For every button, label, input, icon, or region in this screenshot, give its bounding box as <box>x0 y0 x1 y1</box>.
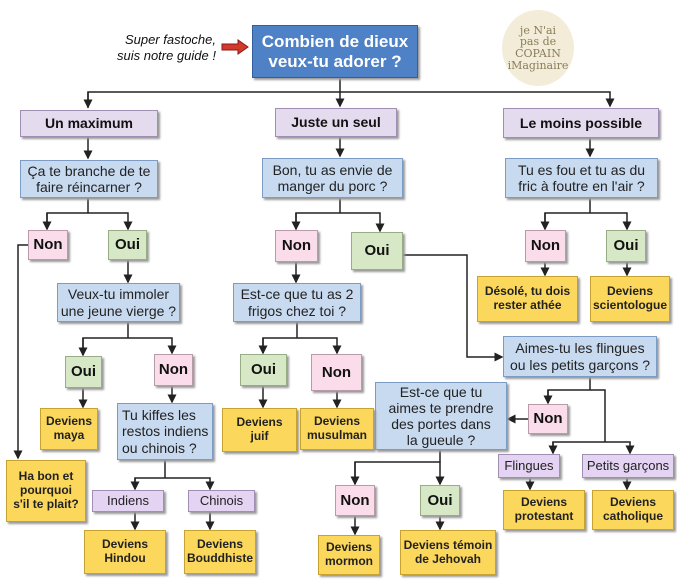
answer-non: Non <box>335 485 375 516</box>
answer-oui: Oui <box>108 230 147 260</box>
option-indiens: Indiens <box>92 490 164 512</box>
logo: je N'ai pas de COPAIN iMaginaire <box>502 10 574 86</box>
answer-non: Non <box>311 354 362 391</box>
answer-non: Non <box>28 230 68 260</box>
option-petits-garcons: Petits garçons <box>582 454 674 478</box>
question-flingues: Aimes-tu les flingues ou les petits garç… <box>503 336 657 377</box>
answer-oui: Oui <box>351 232 403 270</box>
question-porc: Bon, tu as envie de manger du porc ? <box>262 158 403 198</box>
result-ha-bon: Ha bon et pourquoi s'il te plait? <box>6 460 86 522</box>
question-fou-fric: Tu es fou et tu as du fric à foutre en l… <box>505 158 658 198</box>
result-hindou: Deviens Hindou <box>84 530 166 574</box>
result-mormon: Deviens mormon <box>318 535 380 575</box>
answer-oui: Oui <box>65 356 102 388</box>
option-flingues: Flingues <box>498 454 560 478</box>
title-box: Combien de dieux veux-tu adorer ? <box>252 25 418 78</box>
answer-oui: Oui <box>240 354 287 386</box>
result-juif: Deviens juif <box>222 408 297 452</box>
answer-oui: Oui <box>420 485 460 516</box>
answer-non: Non <box>525 230 566 262</box>
question-portes: Est-ce que tu aimes te prendre des porte… <box>375 382 507 450</box>
result-maya: Deviens maya <box>40 408 98 450</box>
question-reincarnation: Ça te branche de te faire réincarner ? <box>20 160 158 198</box>
result-scientologue: Deviens scientologue <box>590 276 670 322</box>
question-restos: Tu kiffes les restos indiens ou chinois … <box>117 403 213 460</box>
answer-non: Non <box>275 230 318 262</box>
question-vierge: Veux-tu immoler une jeune vierge ? <box>57 283 180 322</box>
result-musulman: Deviens musulman <box>300 408 374 450</box>
result-athee: Désolé, tu dois rester athée <box>477 276 578 322</box>
red-arrow-icon <box>221 39 249 55</box>
answer-oui: Oui <box>606 230 646 262</box>
result-bouddhiste: Deviens Bouddhiste <box>184 530 256 574</box>
intro-text: Super fastoche, suis notre guide ! <box>116 32 216 63</box>
result-temoin-jehovah: Deviens témoin de Jehovah <box>400 530 496 575</box>
question-frigos: Est-ce que tu as 2 frigos chez toi ? <box>233 283 361 322</box>
option-un-maximum: Un maximum <box>20 110 158 137</box>
option-juste-un-seul: Juste un seul <box>275 108 397 137</box>
option-le-moins-possible: Le moins possible <box>503 108 659 138</box>
answer-non: Non <box>528 404 568 434</box>
result-protestant: Deviens protestant <box>503 490 585 530</box>
answer-non: Non <box>154 354 193 386</box>
result-catholique: Deviens catholique <box>592 490 674 530</box>
option-chinois: Chinois <box>188 490 255 512</box>
